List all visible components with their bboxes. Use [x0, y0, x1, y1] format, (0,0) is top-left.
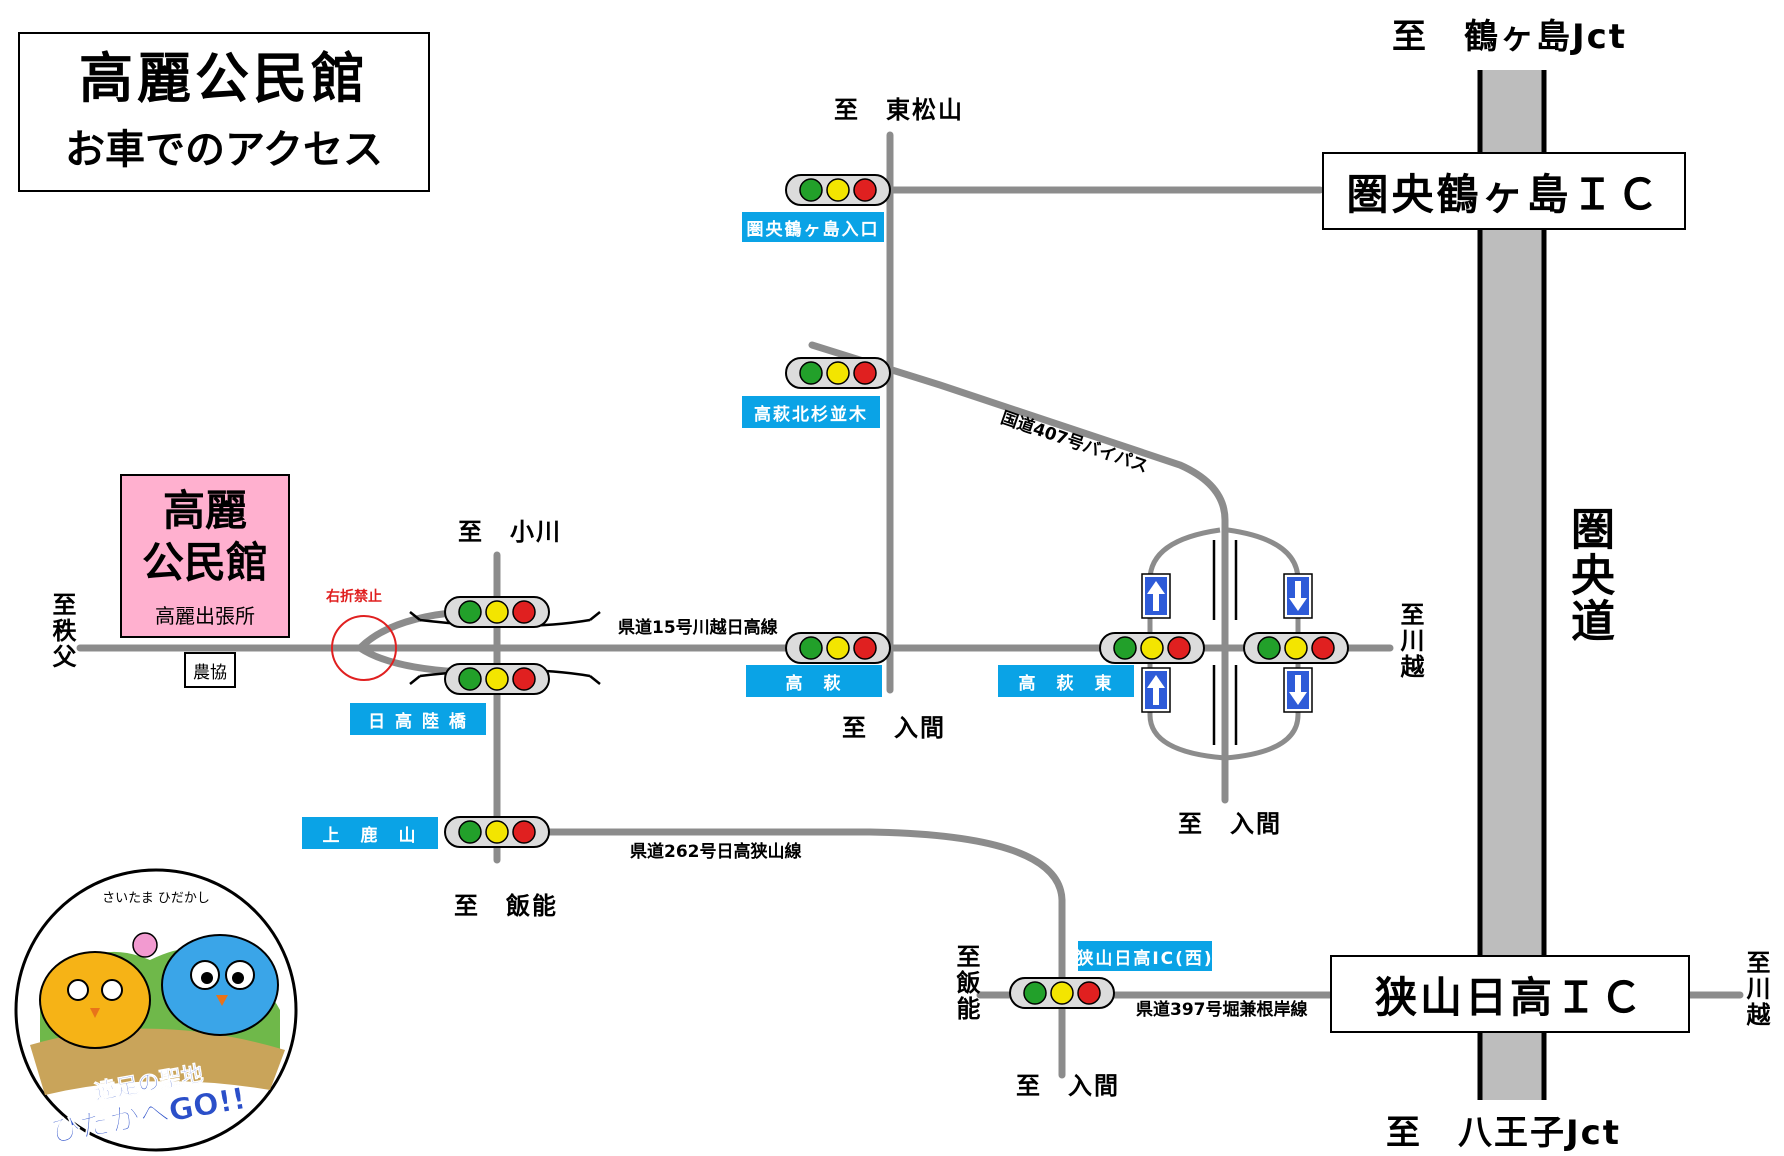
no-right-turn-marker: [331, 615, 397, 681]
noukyou-text: 農協: [193, 662, 227, 683]
road-label-route397: 県道397号堀兼根岸線: [1136, 1000, 1308, 1020]
svg-text:さいたま ひだかし: さいたま ひだかし: [102, 891, 210, 906]
page-title: 高麗公民館: [79, 47, 369, 110]
tag-sayama-hidaka-ic-west: 狭山日高IC(西): [1076, 941, 1212, 971]
traffic-lights: [444, 174, 1349, 1009]
traffic-light-icon: [785, 357, 891, 389]
page-subtitle: お車でのアクセス: [65, 127, 383, 173]
dest-higashimatsuyama: 至 東松山: [834, 96, 964, 124]
ken-o-expressway: [1477, 70, 1547, 1100]
dest-kawagoe-ic: 至川越: [1742, 950, 1770, 1028]
arrow-down-icon: [1283, 667, 1313, 713]
traffic-light-icon: [444, 663, 550, 695]
dest-hanno: 至 飯能: [454, 892, 558, 920]
dest-ogawa: 至 小川: [458, 518, 562, 546]
sayama-hidaka-ic-box: 狭山日高ＩＣ: [1330, 955, 1690, 1033]
title-box: 高麗公民館 お車でのアクセス: [18, 32, 430, 192]
no-right-turn-label: 右折禁止: [326, 589, 382, 605]
tag-takahagi-higashi: 高 萩 東: [998, 665, 1134, 697]
arrow-down-icon: [1283, 573, 1313, 619]
arrow-up-icon: [1141, 667, 1171, 713]
lane-arrows: [1141, 573, 1313, 713]
traffic-light-icon: [1243, 632, 1349, 664]
dest-hanno-vertical: 至飯能: [952, 944, 980, 1022]
tag-takahagi-kitasugi: 高萩北杉並木: [742, 396, 880, 428]
dest-hachioji-jct: 至 八王子Jct: [1386, 1113, 1622, 1153]
tag-takahagi: 高 萩: [746, 665, 882, 697]
dest-tsurugashima-jct: 至 鶴ヶ島Jct: [1392, 17, 1628, 57]
traffic-light-icon: [785, 174, 891, 206]
road-branch-down: [356, 644, 464, 676]
arrow-up-icon: [1141, 573, 1171, 619]
traffic-light-icon: [1009, 977, 1115, 1009]
mascot-blue-icon: [161, 934, 279, 1036]
road-label-pref262: 県道262号日高狭山線: [630, 842, 802, 862]
road-route407: [808, 341, 1229, 804]
road-pref262: [496, 828, 1066, 1079]
destination-sub: 高麗出張所: [155, 604, 255, 628]
dest-kawagoe-east: 至川越: [1396, 602, 1424, 680]
traffic-light-icon: [1099, 632, 1205, 664]
dest-iruma-south: 至 入間: [1016, 1072, 1120, 1100]
traffic-light-icon: [785, 632, 891, 664]
dest-iruma-east: 至 入間: [1178, 810, 1282, 838]
destination-name-2: 公民館: [141, 538, 268, 587]
flower-icon: [132, 932, 158, 958]
expressway-name: 圏央道: [1563, 506, 1614, 644]
destination-name-1: 高麗: [162, 486, 247, 535]
destination-box: 高麗 公民館 高麗出張所: [120, 474, 290, 638]
dest-chichibu: 至秩父: [48, 592, 76, 670]
tag-ken-o-iriguchi: 圏央鶴ヶ島入口: [742, 212, 884, 242]
tag-hidaka-rikkyo: 日 高 陸 橋: [350, 703, 486, 735]
traffic-light-icon: [444, 596, 550, 628]
mascot-yellow-icon: [39, 951, 151, 1049]
dest-iruma-takahagi: 至 入間: [842, 714, 946, 742]
traffic-light-icon: [444, 816, 550, 848]
mascot-badge: さいたま ひだかし 遠足の聖地 ひだかへGO!!: [14, 868, 298, 1152]
noukyou-label: 農協: [184, 652, 236, 688]
road-label-pref15: 県道15号川越日高線: [618, 618, 778, 638]
tag-kamikayama: 上 鹿 山: [302, 817, 438, 849]
tsurugashima-ic-box: 圏央鶴ヶ島ＩＣ: [1322, 152, 1686, 230]
